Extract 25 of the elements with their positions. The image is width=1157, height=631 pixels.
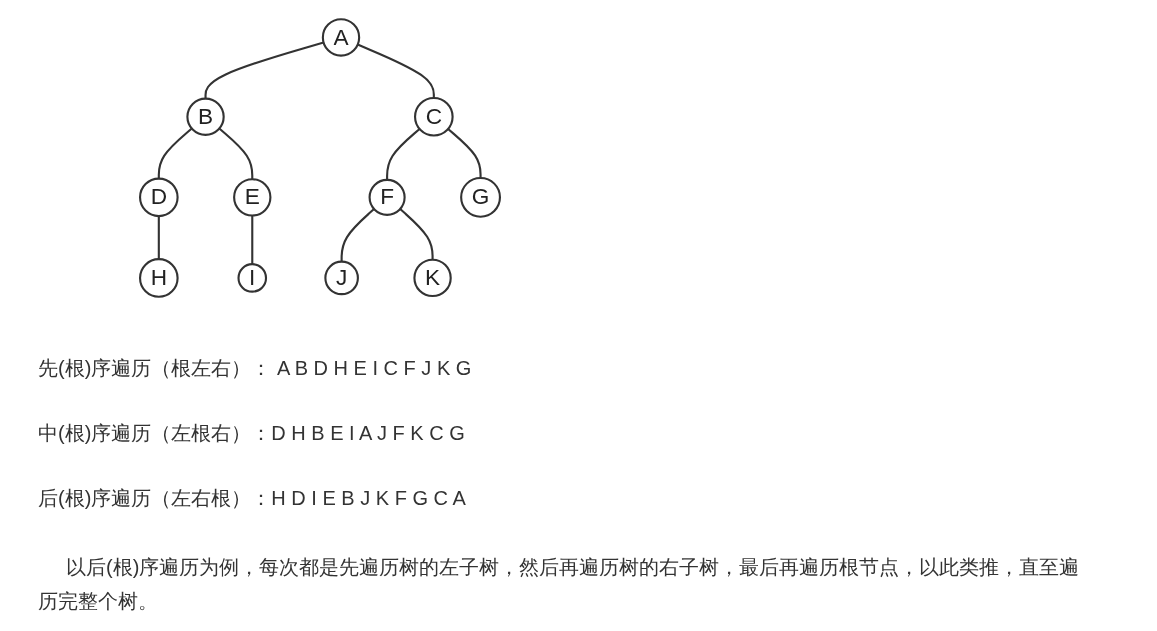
tree-node-circle: D (139, 177, 179, 218)
tree-node-circle: H (139, 258, 179, 298)
tree-edge (340, 208, 375, 262)
traversal-order-line: 中(根)序遍历（左根右）：D H B E I A J F K C G (38, 421, 466, 446)
tree-edge (399, 208, 434, 260)
tree-edge (204, 41, 324, 99)
tree-edge (218, 127, 254, 180)
tree-node-circle: F (368, 178, 406, 216)
traversal-order-line: 后(根)序遍历（左右根）：H D I E B J K F G C A (38, 486, 467, 511)
tree-node-circle: A (321, 18, 361, 57)
traversal-order-line: 先(根)序遍历（根左右）： A B D H E I C F J K G (38, 356, 473, 381)
tree-node-circle: B (186, 97, 225, 136)
tree-node-circle: K (413, 258, 452, 298)
tree-node-circle: I (237, 263, 268, 293)
tree-node-circle: E (233, 178, 272, 217)
description-paragraph: 以后(根)序遍历为例，每次都是先遍历树的左子树，然后再遍历树的右子树，最后再遍历根节点，以此类推，直至遍历完整个树。 (38, 555, 1081, 614)
tree-node-circle: G (460, 176, 501, 218)
tree-edge (157, 127, 193, 179)
tree-edge (447, 128, 482, 178)
tree-edge (386, 128, 421, 180)
tree-edge (357, 43, 435, 98)
tree-edge (157, 216, 160, 260)
tree-edge (251, 215, 254, 265)
tree-node-circle: J (324, 260, 359, 296)
tree-node-circle: C (414, 96, 454, 137)
